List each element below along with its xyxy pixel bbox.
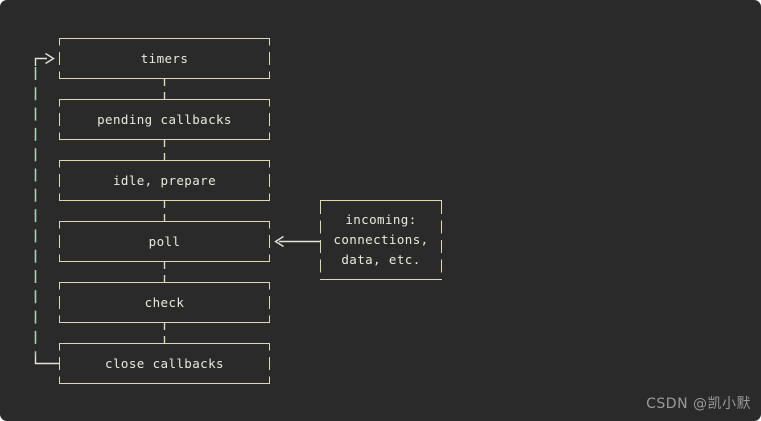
incoming-box: incoming: connections, data, etc. xyxy=(320,200,442,280)
incoming-line-1: incoming: xyxy=(345,211,417,227)
phase-box-close-callbacks: close callbacks xyxy=(59,343,270,384)
phase-box-check: check xyxy=(59,282,270,323)
loop-top-corner xyxy=(34,57,47,66)
loop-bottom-corner xyxy=(34,356,59,365)
phase-label-pending-callbacks: pending callbacks xyxy=(97,112,232,127)
phase-box-poll: poll xyxy=(59,221,270,262)
loop-arrowhead-icon xyxy=(45,52,55,65)
watermark: CSDN @凯小默 xyxy=(646,396,751,412)
phase-label-idle-prepare: idle, prepare xyxy=(112,173,217,188)
phase-box-idle-prepare: idle, prepare xyxy=(59,160,270,201)
incoming-arrowhead-icon xyxy=(274,235,284,248)
phase-box-timers: timers xyxy=(59,38,270,79)
phase-label-close-callbacks: close callbacks xyxy=(105,356,224,371)
phase-label-timers: timers xyxy=(140,51,189,66)
incoming-line-3: data, etc. xyxy=(341,252,421,268)
phase-label-check: check xyxy=(144,295,185,310)
phase-box-pending-callbacks: pending callbacks xyxy=(59,99,270,140)
phase-label-poll: poll xyxy=(148,234,181,249)
incoming-line-2: connections, xyxy=(333,231,429,247)
